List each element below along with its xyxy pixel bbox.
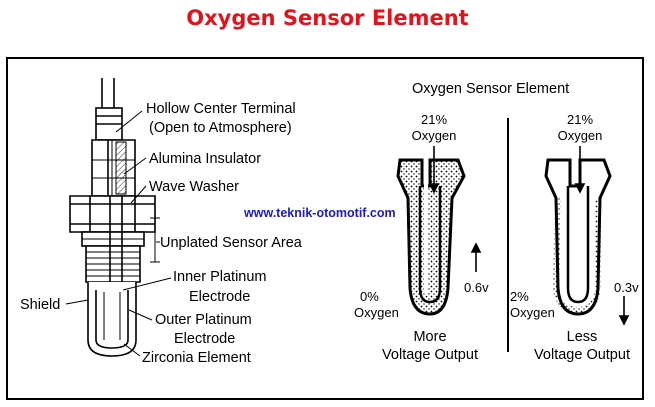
label-unplated-sensor-area: Unplated Sensor Area — [160, 235, 302, 251]
lean-caption-1: Less — [566, 329, 598, 345]
lean-bottom-percent: 2% — [510, 289, 529, 304]
page-title: Oxygen Sensor Element — [186, 6, 469, 30]
lean-voltage: 0.3v — [614, 280, 639, 295]
diagram-frame — [6, 57, 644, 400]
label-open-to-atmosphere: (Open to Atmosphere) — [149, 120, 292, 136]
lean-top-percent: 21% — [566, 112, 594, 127]
rich-arrows — [428, 146, 482, 272]
label-zirconia-element: Zirconia Element — [142, 350, 251, 366]
watermark-text: www.teknik-otomotif.com — [244, 206, 396, 220]
rich-bottom-percent: 0% — [360, 289, 379, 304]
rich-top-gas: Oxygen — [411, 128, 457, 143]
right-heading: Oxygen Sensor Element — [412, 81, 570, 97]
sensor-cutaway — [65, 78, 172, 357]
lean-element — [544, 158, 612, 316]
label-inner-electrode: Electrode — [189, 289, 251, 305]
label-outer-electrode: Electrode — [174, 331, 236, 347]
rich-caption-1: More — [413, 329, 447, 345]
rich-bottom-gas: Oxygen — [354, 305, 399, 320]
lean-top-gas: Oxygen — [557, 128, 603, 143]
rich-top-percent: 21% — [420, 112, 448, 127]
rich-element — [396, 158, 466, 316]
label-alumina-insulator: Alumina Insulator — [149, 151, 262, 167]
label-shield: Shield — [20, 297, 61, 313]
rich-voltage: 0.6v — [464, 280, 489, 295]
label-hollow-center-terminal: Hollow Center Terminal — [146, 101, 296, 117]
lean-arrows — [574, 146, 630, 326]
lean-bottom-gas: Oxygen — [510, 305, 555, 320]
rich-caption-2: Voltage Output — [382, 347, 478, 363]
lean-caption-2: Voltage Output — [534, 347, 630, 363]
label-wave-washer: Wave Washer — [149, 179, 239, 195]
label-outer-platinum: Outer Platinum — [155, 312, 252, 328]
label-inner-platinum: Inner Platinum — [173, 269, 267, 285]
